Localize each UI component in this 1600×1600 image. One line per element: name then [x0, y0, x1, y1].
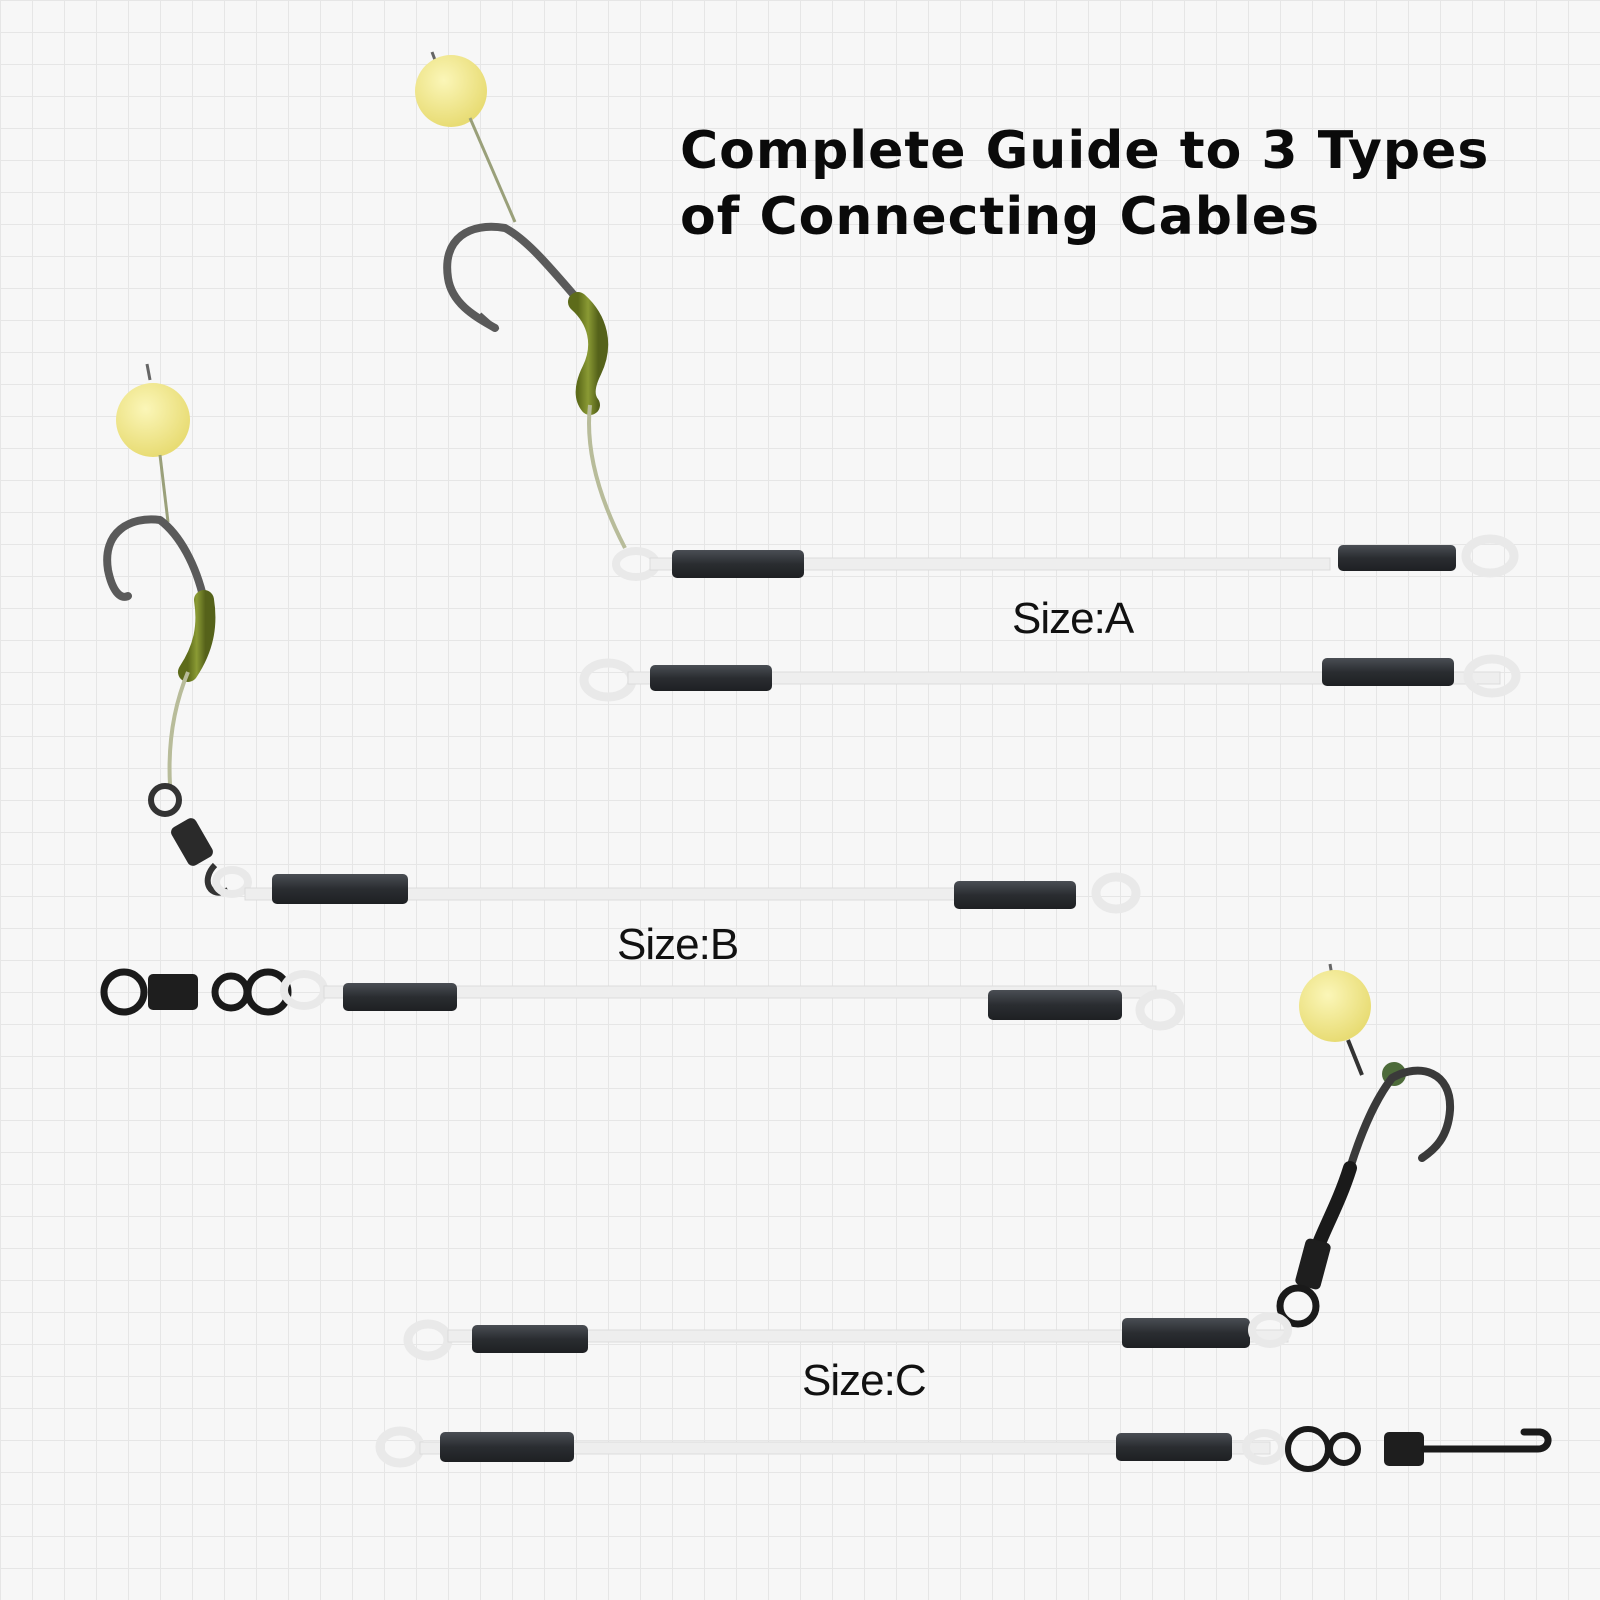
cable-loop-right	[1135, 989, 1185, 1031]
shrink-tube	[1311, 1161, 1357, 1253]
crimp-sleeve-left	[272, 874, 408, 904]
swivel-ring-large	[1285, 1426, 1331, 1472]
size-c-label: Size:C	[802, 1356, 927, 1405]
rig-c-upper	[403, 963, 1455, 1361]
size-a-label: Size:A	[1012, 594, 1134, 643]
size-b-label: Size:B	[617, 920, 739, 969]
swivel-barrel	[171, 818, 213, 866]
crimp-sleeve-right	[1322, 658, 1454, 686]
rig-a-upper	[415, 51, 1519, 581]
swivel-barrel	[148, 974, 198, 1010]
rig-b-upper	[103, 363, 1141, 914]
swivel-ring	[1276, 1284, 1320, 1328]
title-line-1: Complete Guide to 3 Types	[680, 121, 1490, 181]
hook	[443, 222, 584, 332]
hook-barb	[478, 312, 500, 332]
swivel-barrel	[1384, 1432, 1424, 1466]
bait-ball	[415, 55, 487, 127]
bait-hair-loop	[145, 363, 152, 381]
swivel-ring-mid	[211, 972, 251, 1012]
cable	[627, 671, 1501, 685]
cable-loop-right	[1242, 1429, 1286, 1465]
crimp-sleeve-left	[343, 983, 457, 1011]
hook	[1346, 1066, 1455, 1172]
hair-line	[468, 117, 517, 223]
title-line-2: of Connecting Cables	[680, 187, 1321, 247]
shrink-tube	[568, 292, 609, 415]
cable	[419, 1441, 1271, 1455]
hooklink	[587, 404, 627, 549]
rig-a-lower	[579, 654, 1521, 702]
hair-line	[158, 454, 170, 523]
quick-link-hook	[1420, 1428, 1552, 1453]
crimp-sleeve-right	[1116, 1433, 1232, 1461]
crimp-sleeve-right	[988, 990, 1122, 1020]
bait-ball	[1299, 970, 1371, 1042]
swivel-ring	[148, 783, 182, 817]
crimp-sleeve-left	[472, 1325, 588, 1353]
cable-loop-right	[1463, 654, 1521, 698]
cable-loop-right	[1461, 534, 1519, 578]
cable-loop-left	[403, 1319, 453, 1361]
cable-loop-right	[1091, 872, 1141, 914]
bait-ball	[116, 383, 190, 457]
rig-b-lower	[100, 968, 1185, 1031]
shrink-tube	[178, 590, 216, 682]
swivel-ring-small	[1327, 1432, 1361, 1466]
cable-loop-right	[1248, 1312, 1292, 1348]
hook	[103, 515, 208, 604]
rig-c-lower	[375, 1426, 1552, 1472]
hair-line	[1346, 1039, 1364, 1076]
crimp-sleeve-left	[440, 1432, 574, 1462]
page-title: Complete Guide to 3 Types of Connecting …	[680, 118, 1560, 250]
cable	[649, 557, 1331, 571]
cable-loop-left	[579, 658, 637, 702]
cable-loop-left	[375, 1426, 425, 1468]
cable-loop-left	[212, 866, 252, 898]
swivel-ring-left	[100, 968, 148, 1016]
crimp-sleeve-right	[954, 881, 1076, 909]
crimp-sleeve-left	[672, 550, 804, 578]
crimp-sleeve-left	[650, 665, 772, 691]
hooklink	[167, 671, 190, 786]
crimp-sleeve-right	[1122, 1318, 1250, 1348]
swivel-barrel	[1295, 1238, 1331, 1290]
crimp-sleeve-right	[1338, 545, 1456, 571]
